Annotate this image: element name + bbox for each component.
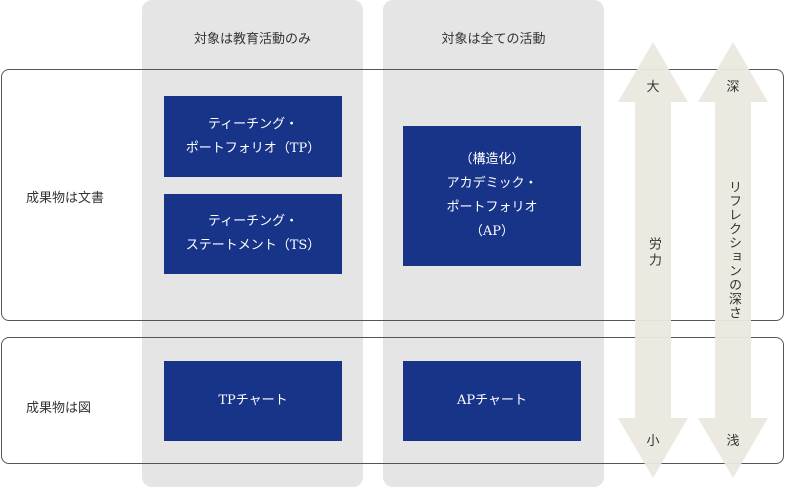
teaching-statement-box: ティーチング・ ステートメント（TS） xyxy=(164,194,342,274)
tp-chart-box: TPチャート xyxy=(164,361,342,441)
academic-portfolio-box: （構造化） アカデミック・ ポートフォリオ （AP） xyxy=(403,126,581,266)
row-label: 成果物は図 xyxy=(26,401,92,416)
column-header: 対象は全ての活動 xyxy=(441,32,546,47)
reflection-label: リフレクションの深さ xyxy=(726,180,741,320)
row-document xyxy=(1,69,784,321)
reflection-shallow-label: 浅 xyxy=(726,434,740,449)
reflection-double-arrow xyxy=(698,42,768,478)
effort-low-label: 小 xyxy=(646,434,660,449)
effort-double-arrow xyxy=(618,42,688,478)
teaching-portfolio-box: ティーチング・ ポートフォリオ（TP） xyxy=(164,96,342,177)
reflection-deep-label: 深 xyxy=(726,80,740,95)
effort-high-label: 大 xyxy=(646,80,660,95)
row-figure xyxy=(1,337,784,464)
effort-label: 労力 xyxy=(646,237,661,269)
row-label: 成果物は文書 xyxy=(26,191,105,206)
ap-chart-box: APチャート xyxy=(403,361,581,441)
column-header: 対象は教育活動のみ xyxy=(193,32,311,47)
